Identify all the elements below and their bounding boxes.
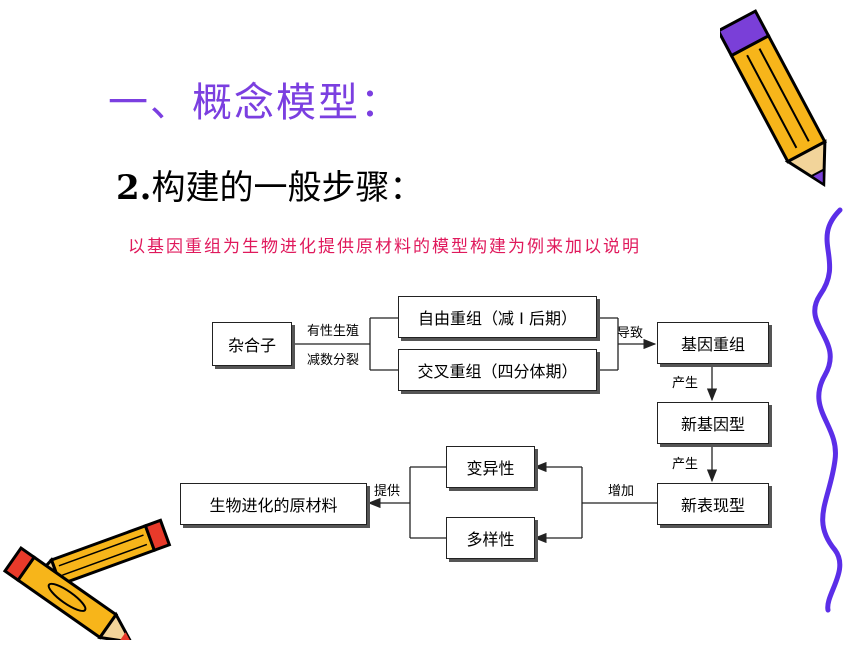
wavy-border-decoration (812, 207, 843, 613)
diversity-box: 多样性 (446, 517, 535, 559)
meiosis-label: 减数分裂 (307, 353, 360, 368)
new-genotype-box: 新基因型 (657, 402, 769, 444)
section-heading: 2.构建的一般步骤： (116, 160, 424, 209)
section-heading-text: 构建的一般步骤： (151, 168, 424, 208)
gene-recombination-box: 基因重组 (657, 322, 769, 364)
provide-label: 提供 (374, 484, 401, 499)
pencil-icon (720, 9, 827, 188)
example-note: 以基因重组为生物进化提供原材料的模型构建为例来加以说明 (128, 237, 641, 257)
variability-box: 变异性 (446, 446, 535, 488)
pencils-icon (2, 518, 172, 640)
increase-label: 增加 (608, 484, 635, 499)
sexual-reproduction-label: 有性生殖 (307, 324, 360, 339)
new-phenotype-box: 新表现型 (657, 483, 769, 525)
free-recombination-box: 自由重组（减 I 后期） (398, 296, 597, 338)
crossover-recombination-box: 交叉重组（四分体期） (398, 349, 597, 391)
produce-label-1: 产生 (672, 376, 699, 391)
zygote-box: 杂合子 (212, 322, 292, 366)
leads-to-label: 导致 (617, 326, 644, 341)
section-number: 2. (116, 168, 152, 208)
page-title: 一、概念模型： (108, 80, 402, 126)
produce-label-2: 产生 (672, 457, 699, 472)
evolution-raw-material-box: 生物进化的原材料 (180, 483, 367, 525)
